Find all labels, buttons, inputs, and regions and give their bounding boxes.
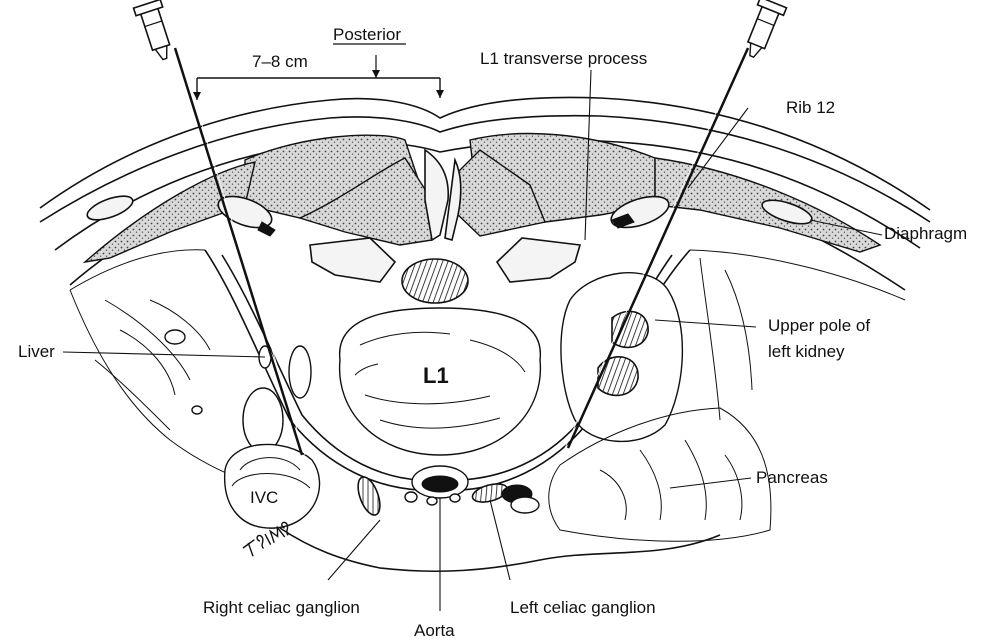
right-celiac-ganglion bbox=[354, 474, 385, 518]
upper-pole-label-line2: left kidney bbox=[768, 342, 845, 361]
distance-bracket bbox=[193, 55, 444, 100]
paraspinal-muscles bbox=[85, 134, 880, 262]
right-celiac-ganglion-label: Right celiac ganglion bbox=[203, 598, 360, 617]
ivc-label: IVC bbox=[250, 488, 278, 507]
aorta-label: Aorta bbox=[414, 621, 455, 640]
l1-transverse-process-label: L1 transverse process bbox=[480, 49, 647, 68]
liver-label: Liver bbox=[18, 342, 55, 361]
l1-label: L1 bbox=[423, 363, 449, 388]
inferior-vena-cava: IVC bbox=[225, 444, 320, 528]
left-kidney bbox=[561, 258, 752, 441]
diaphragm-label: Diaphragm bbox=[884, 224, 967, 243]
spinous-process bbox=[425, 150, 461, 240]
rib-12-label: Rib 12 bbox=[786, 98, 835, 117]
left-celiac-ganglion-label: Left celiac ganglion bbox=[510, 598, 656, 617]
posterior-label: Posterior bbox=[333, 25, 401, 44]
aorta bbox=[405, 466, 468, 505]
anterior-outline bbox=[280, 528, 720, 571]
upper-pole-label-line1: Upper pole of bbox=[768, 316, 870, 335]
l1-vertebral-body: L1 bbox=[340, 308, 541, 455]
distance-label: 7–8 cm bbox=[252, 52, 308, 71]
spinal-cord bbox=[402, 259, 468, 303]
pancreas-label: Pancreas bbox=[756, 468, 828, 487]
